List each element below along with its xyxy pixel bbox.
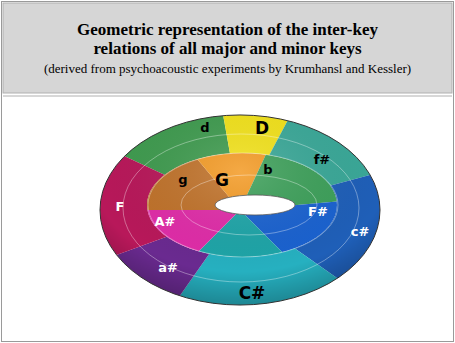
key-label: F# xyxy=(308,205,328,219)
torus-hole xyxy=(215,195,295,215)
key-label: D xyxy=(255,119,269,138)
header-band xyxy=(3,3,452,93)
key-label: a# xyxy=(158,261,178,275)
key-label: d xyxy=(200,121,209,135)
key-label: C# xyxy=(239,284,266,303)
key-label: G xyxy=(215,171,229,190)
torus-shading xyxy=(100,115,380,305)
key-label: f# xyxy=(314,153,331,167)
key-label: F xyxy=(116,200,125,214)
torus-grid xyxy=(123,134,359,282)
diagram-title: Geometric representation of the inter-ke… xyxy=(48,20,408,58)
torus-outline xyxy=(100,115,380,305)
key-label: b xyxy=(263,163,272,177)
diagram-caption: (derived from psychoacoustic experiments… xyxy=(8,61,448,76)
header-rule xyxy=(3,96,452,97)
key-label: A# xyxy=(155,215,176,229)
key-label: c# xyxy=(351,225,370,239)
key-label: g xyxy=(178,173,187,187)
